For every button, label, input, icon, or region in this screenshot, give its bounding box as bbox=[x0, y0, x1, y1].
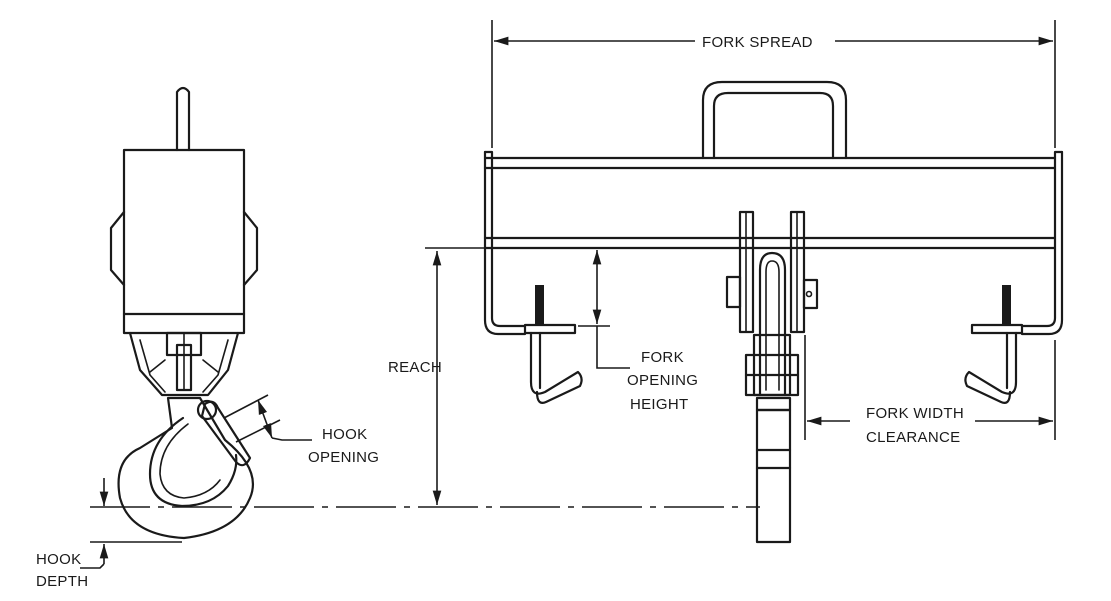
fork-opening-height-label-line1: FORK bbox=[641, 349, 684, 366]
fork-opening-height-dimension: FORK OPENING HEIGHT bbox=[578, 249, 698, 413]
hook-depth-dimension: HOOK DEPTH bbox=[36, 478, 182, 590]
fork-width-clearance-label-line2: CLEARANCE bbox=[866, 429, 960, 446]
hook-depth-label-line1: HOOK bbox=[36, 551, 81, 568]
reach-dimension: REACH bbox=[388, 247, 484, 505]
hook-depth-label-line2: DEPTH bbox=[36, 573, 88, 590]
fork-attachment-front-view bbox=[483, 80, 1064, 544]
fork-opening-height-label-line3: HEIGHT bbox=[630, 396, 688, 413]
hook-opening-dimension: HOOK OPENING bbox=[223, 394, 379, 466]
hook-opening-label-line1: HOOK bbox=[322, 426, 367, 443]
reach-label: REACH bbox=[388, 359, 442, 376]
fork-width-clearance-dimension: FORK WIDTH CLEARANCE bbox=[804, 335, 1056, 446]
hoist-hook-side-view bbox=[109, 86, 259, 540]
fork-spread-label: FORK SPREAD bbox=[702, 34, 813, 51]
hook-opening-label-line2: OPENING bbox=[308, 449, 379, 466]
fork-width-clearance-label-line1: FORK WIDTH bbox=[866, 405, 964, 422]
fork-spread-dimension: FORK SPREAD bbox=[491, 20, 1056, 148]
fork-opening-height-label-line2: OPENING bbox=[627, 372, 698, 389]
